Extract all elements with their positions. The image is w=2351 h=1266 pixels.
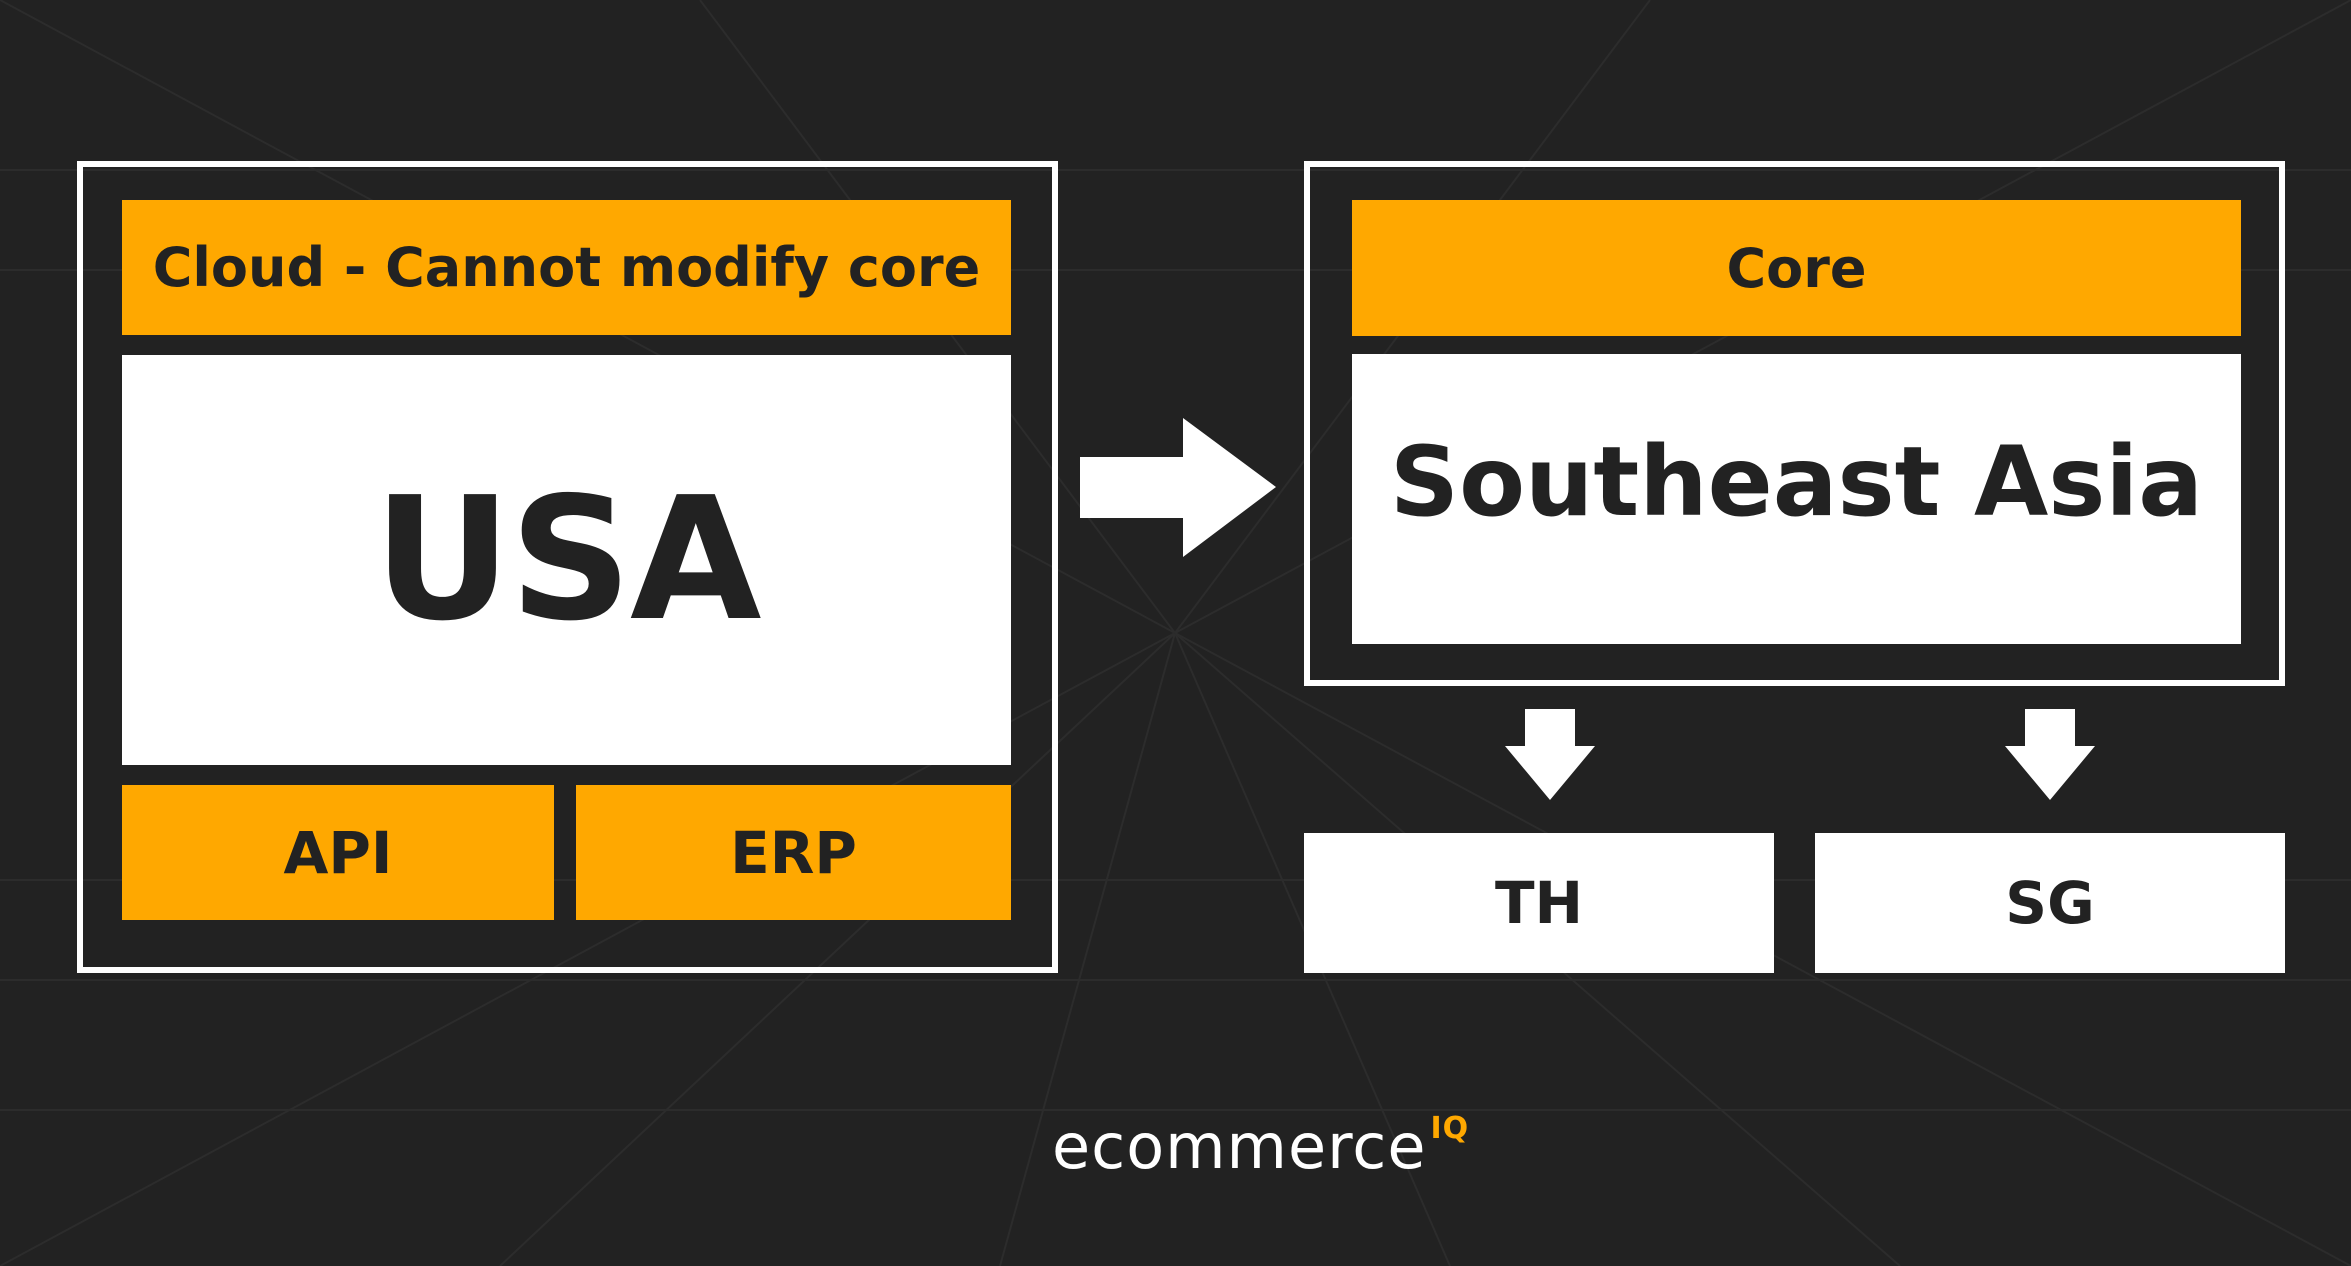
left-panel-header-label: Cloud - Cannot modify core: [152, 236, 981, 299]
erp-module: ERP: [576, 785, 1011, 920]
erp-module-label: ERP: [730, 818, 857, 887]
usa-region-label: USA: [373, 461, 761, 659]
api-module: API: [122, 785, 554, 920]
down-arrow-icon-sg: [2005, 709, 2095, 800]
right-panel-header-label: Core: [1726, 236, 1867, 300]
sg-label: SG: [2005, 869, 2095, 937]
left-panel-header: Cloud - Cannot modify core: [122, 200, 1011, 335]
th-box: TH: [1304, 833, 1774, 973]
right-panel-frame: [1304, 161, 2285, 686]
left-panel-frame: [77, 161, 1058, 973]
brand-name: ecommerce: [1052, 1110, 1427, 1183]
southeast-asia-region-box: Southeast Asia: [1352, 354, 2241, 644]
southeast-asia-region-label: Southeast Asia: [1389, 426, 2204, 538]
sg-box: SG: [1815, 833, 2285, 973]
right-panel-header: Core: [1352, 200, 2241, 336]
usa-region-box: USA: [122, 355, 1011, 765]
brand-suffix: IQ: [1430, 1111, 1470, 1146]
th-label: TH: [1494, 869, 1584, 937]
right-arrow-icon: [1080, 418, 1276, 557]
down-arrow-icon-th: [1505, 709, 1595, 800]
api-module-label: API: [283, 818, 393, 887]
